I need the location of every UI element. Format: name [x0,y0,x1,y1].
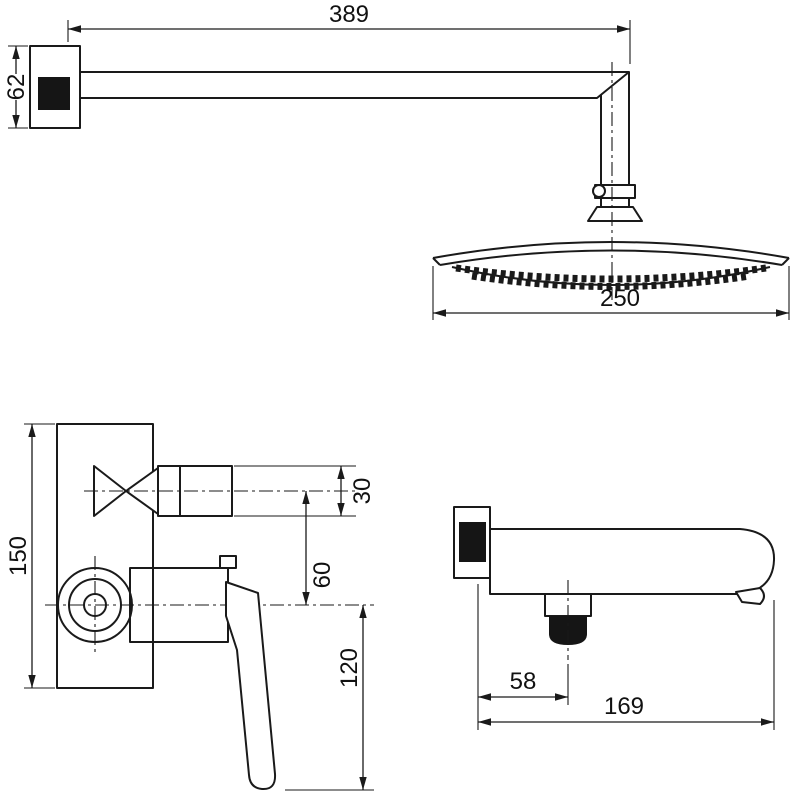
spout-outlet-tip [735,587,765,605]
arm-head-connector [587,184,643,222]
dim-aerator-offset-label: 58 [510,668,537,695]
dim-arm-length: 389 [67,1,631,64]
dim-lever-drop-label: 120 [336,648,363,688]
dim-plate-height: 150 [5,423,55,689]
dim-aerator-offset: 58 [477,584,569,730]
dim-spout-length: 169 [478,600,775,730]
dim-arm-length-label: 389 [329,1,369,28]
connector-ball-joint [592,184,606,198]
dim-outlet-height: 30 [234,465,376,517]
mixer-lever-handle [225,581,277,791]
arm-wall-flange [29,45,81,129]
mixer-valve-view: 150 30 60 [5,423,376,791]
dim-centers-spacing-label: 60 [309,562,336,589]
diverter-knob [219,555,237,569]
dim-centers-spacing: 60 [302,491,336,605]
arm-flange-bore [38,77,70,110]
dim-flange-height: 62 [3,45,30,129]
shower-head [432,241,790,290]
shower-arm [80,71,630,185]
spout-view: 58 169 [453,506,776,730]
dim-flange-height-label: 62 [3,74,30,101]
dim-plate-height-label: 150 [5,536,32,576]
dim-head-diameter: 250 [432,266,790,320]
spray-nozzle-row [455,264,767,283]
dim-lever-drop: 120 [285,605,374,791]
dim-outlet-height-label: 30 [349,478,376,505]
spout-flange-bore [459,522,486,562]
dim-head-diameter-label: 250 [600,285,640,312]
dim-spout-length-label: 169 [604,693,644,720]
spray-nozzle-row [471,272,751,290]
spout-body [489,528,776,605]
spout-wall-flange [453,506,491,579]
mixer-valve-body [57,555,237,643]
shower-arm-head-view: 389 62 [3,1,790,320]
mixer-wall-plate [56,423,154,689]
